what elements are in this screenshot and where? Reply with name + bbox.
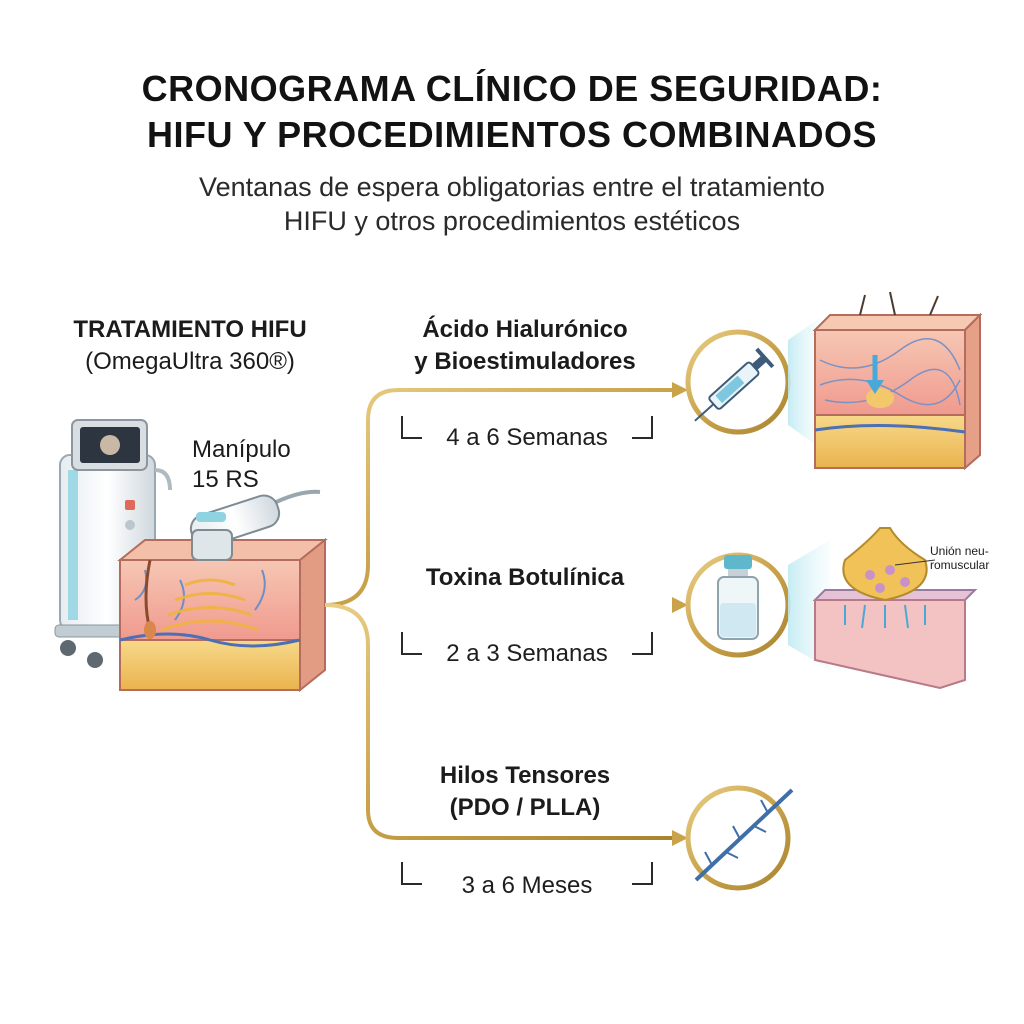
dermal-filler-skin-block-icon [812, 291, 983, 471]
branch-connector-lines [324, 388, 672, 840]
neuromuscular-junction-icon [812, 527, 978, 690]
neuromuscular-annotation-line-2: romuscular [930, 558, 990, 572]
branch-2-wait: 2 a 3 Semanas [446, 640, 608, 667]
subtitle-line-2: HIFU y otros procedimientos estéticos [283, 206, 741, 236]
arrowhead-2 [672, 597, 688, 613]
arrowhead-3 [672, 830, 688, 846]
thread-icon [685, 785, 794, 891]
syringe-icon [685, 329, 791, 435]
vial-icon [685, 552, 791, 658]
branch-3-name-line-1: Hilos Tensores [439, 762, 611, 789]
page-title-line-2: HIFU Y PROCEDIMIENTOS COMBINADOS [146, 114, 878, 155]
wait-bracket-2 [401, 632, 653, 655]
branch-2-name-line-1: Toxina Botulínica [425, 564, 625, 591]
arrowhead-1 [672, 382, 688, 398]
branch-3-name-line-2: (PDO / PLLA) [449, 794, 601, 821]
zoom-beam-1 [788, 318, 820, 448]
handpiece-label-line-1: Manípulo [192, 436, 291, 463]
branch-3-wait: 3 a 6 Meses [461, 872, 593, 899]
branch-arrowheads [672, 382, 688, 846]
branch-1-wait: 4 a 6 Semanas [446, 424, 608, 451]
branch-1-name-line-1: Ácido Hialurónico [422, 316, 628, 343]
subtitle-line-1: Ventanas de espera obligatorias entre el… [199, 172, 825, 202]
hifu-skin-block-icon [117, 537, 328, 693]
branch-1-name-line-2: y Bioestimuladores [414, 348, 636, 375]
neuromuscular-annotation-line-1: Unión neu- [930, 544, 989, 558]
wait-bracket-3 [401, 862, 653, 885]
handpiece-label-line-2: 15 RS [192, 466, 259, 493]
wait-bracket-1 [401, 416, 653, 439]
source-device: (OmegaUltra 360®) [85, 348, 295, 375]
source-heading: TRATAMIENTO HIFU [73, 316, 307, 343]
wait-brackets [401, 416, 653, 885]
page-title-line-1: CRONOGRAMA CLÍNICO DE SEGURIDAD: [141, 68, 883, 109]
hifu-handpiece-icon [189, 489, 321, 561]
